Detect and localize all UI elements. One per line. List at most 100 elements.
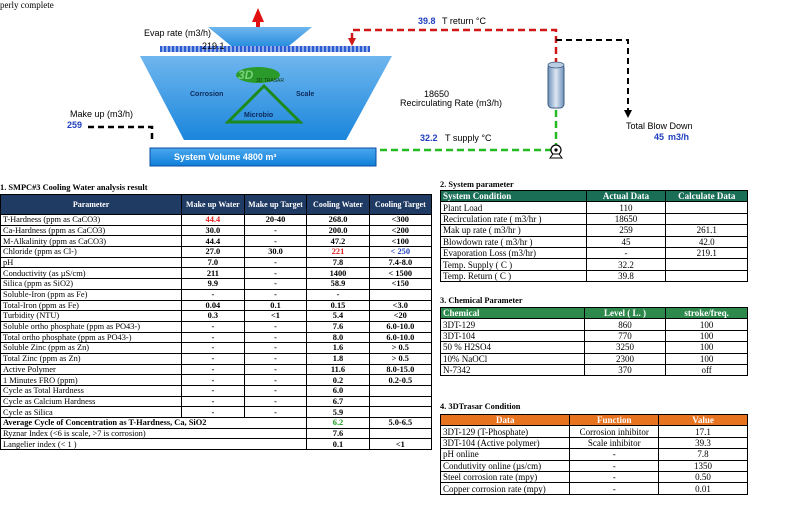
value-cell: <1 bbox=[368, 438, 433, 451]
value-cell: 221 bbox=[306, 246, 370, 258]
microbio-label: Microbio bbox=[244, 112, 274, 119]
chem-header-level: Level ( L. ) bbox=[583, 306, 667, 320]
scale-label: Scale bbox=[296, 91, 315, 98]
sp-row: Evaporation Loss (m3/hr)-219.1 bbox=[440, 246, 748, 260]
tr-header-data: Data bbox=[439, 413, 571, 427]
sp-cell: Temp. Supply ( C ) bbox=[440, 258, 587, 271]
parameter-name: M-Alkalinity (ppm as CaCO3) bbox=[0, 235, 183, 248]
chem-cell: 3DT-104 bbox=[440, 329, 585, 343]
value-cell: 5.4 bbox=[306, 310, 370, 322]
value-cell bbox=[368, 406, 433, 419]
trasar-logo: 3D 3D TRASAR bbox=[236, 67, 284, 84]
sp-cell: Evaporation Loss (m3/hr) bbox=[440, 246, 587, 260]
sp-cell: 219.1 bbox=[665, 246, 748, 260]
value-cell: - bbox=[181, 385, 245, 397]
value-cell: 30.0 bbox=[181, 224, 245, 237]
header-makeup-water: Make up Water bbox=[181, 194, 245, 215]
value-cell: 20-40 bbox=[243, 214, 308, 226]
value-cell: > 0.5 bbox=[368, 352, 433, 365]
header-makeup-target: Make up Target bbox=[243, 194, 308, 215]
tr-row: pH online-7.8 bbox=[439, 448, 748, 461]
makeup-line bbox=[88, 125, 154, 141]
tr-cell: 3DT-104 (Active polymer) bbox=[439, 436, 571, 450]
parameter-name: Ca-Hardness (ppm as CaCO3) bbox=[0, 224, 183, 237]
tr-cell: - bbox=[569, 470, 660, 484]
sp-cell bbox=[665, 269, 748, 283]
sp-cell: 42.0 bbox=[665, 235, 748, 248]
parameter-name: Cycle as Silica bbox=[0, 406, 183, 419]
recirc-rate-value: 18650 bbox=[424, 89, 450, 99]
t-supply-value: 32.2 bbox=[420, 133, 438, 143]
value-cell: 0.2 bbox=[306, 374, 370, 386]
value-cell: - bbox=[243, 406, 308, 419]
parameter-name: Turbidity (NTU) bbox=[0, 310, 183, 322]
tr-cell: 0.01 bbox=[658, 482, 748, 495]
parameter-name: Average Cycle of Concentration as T-Hard… bbox=[0, 417, 308, 429]
t-supply-label: T supply °C bbox=[445, 133, 492, 143]
value-cell: - bbox=[243, 385, 308, 397]
value-cell: 7.8 bbox=[306, 256, 370, 269]
tr-cell: - bbox=[569, 459, 660, 472]
parameter-name: Ryznar Index (<6 is scale, >7 is corrosi… bbox=[0, 427, 308, 440]
evaporation-arrow bbox=[252, 8, 264, 30]
parameter-name: Cycle as Total Hardness bbox=[0, 385, 183, 397]
value-cell: - bbox=[181, 352, 245, 365]
analysis-row: Soluble ortho phosphate (ppm as PO43-)--… bbox=[0, 320, 433, 333]
chem-header-chemical: Chemical bbox=[440, 306, 585, 320]
value-cell: - bbox=[243, 320, 308, 333]
chem-cell: 3250 bbox=[583, 341, 667, 354]
header-cooling-target: Cooling Target bbox=[368, 194, 433, 215]
value-cell: - bbox=[243, 235, 308, 248]
analysis-row: Conductivity (as µS/cm)211-1400< 1500 bbox=[0, 267, 433, 280]
value-cell: 47.2 bbox=[306, 235, 370, 248]
parameter-name: T-Hardness (ppm as CaCO3) bbox=[0, 214, 183, 226]
value-cell: 0.3 bbox=[181, 310, 245, 322]
value-cell: 268.0 bbox=[306, 214, 370, 226]
value-cell: 8.0-15.0 bbox=[368, 363, 433, 376]
value-cell: 200.0 bbox=[306, 224, 370, 237]
parameter-name: Soluble Zinc (ppm as Zn) bbox=[0, 342, 183, 354]
value-cell bbox=[368, 395, 433, 408]
value-cell: - bbox=[181, 320, 245, 333]
tower-body bbox=[140, 56, 392, 140]
chem-cell: 770 bbox=[583, 329, 667, 343]
value-cell: 30.0 bbox=[243, 246, 308, 258]
analysis-row: Langelier index (< 1 )0.1<1 bbox=[0, 438, 433, 451]
sp-cell: Plant Load bbox=[440, 201, 587, 214]
parameter-name: Cycle as Calcium Hardness bbox=[0, 395, 183, 408]
tr-cell: 39.3 bbox=[658, 436, 748, 450]
tr-header-value: Value bbox=[658, 413, 748, 427]
value-cell: 7.4-8.0 bbox=[368, 256, 433, 269]
value-cell: - bbox=[243, 288, 308, 301]
sp-row: Temp. Return ( C )39.8 bbox=[440, 269, 748, 283]
analysis-row: M-Alkalinity (ppm as CaCO3)44.4-47.2<100 bbox=[0, 235, 433, 248]
tr-cell: 17.1 bbox=[658, 425, 748, 438]
value-cell: - bbox=[181, 406, 245, 419]
parameter-name: Silica (ppm as SiO2) bbox=[0, 278, 183, 290]
value-cell: 0.1 bbox=[243, 299, 308, 312]
value-cell: 0.04 bbox=[181, 299, 245, 312]
svg-text:3D TRASAR: 3D TRASAR bbox=[256, 78, 284, 84]
value-cell bbox=[368, 385, 433, 397]
sp-cell: Temp. Return ( C ) bbox=[440, 269, 587, 283]
sp-cell: 259 bbox=[585, 224, 667, 237]
value-cell: <100 bbox=[368, 235, 433, 248]
blowdown-value: 45 bbox=[654, 132, 665, 142]
parameter-name: pH bbox=[0, 256, 183, 269]
sp-row: Recirculation rate ( m3/hr )18650 bbox=[440, 212, 748, 226]
chem-cell: 3DT-129 bbox=[440, 318, 585, 331]
value-cell: <150 bbox=[368, 278, 433, 290]
value-cell: 1400 bbox=[306, 267, 370, 280]
value-cell: - bbox=[243, 342, 308, 354]
tower-fan-cone bbox=[208, 27, 312, 50]
value-cell: <1 bbox=[243, 310, 308, 322]
value-cell: - bbox=[243, 352, 308, 365]
value-cell: 27.0 bbox=[181, 246, 245, 258]
value-cell: 5.0-6.5 bbox=[368, 417, 433, 429]
